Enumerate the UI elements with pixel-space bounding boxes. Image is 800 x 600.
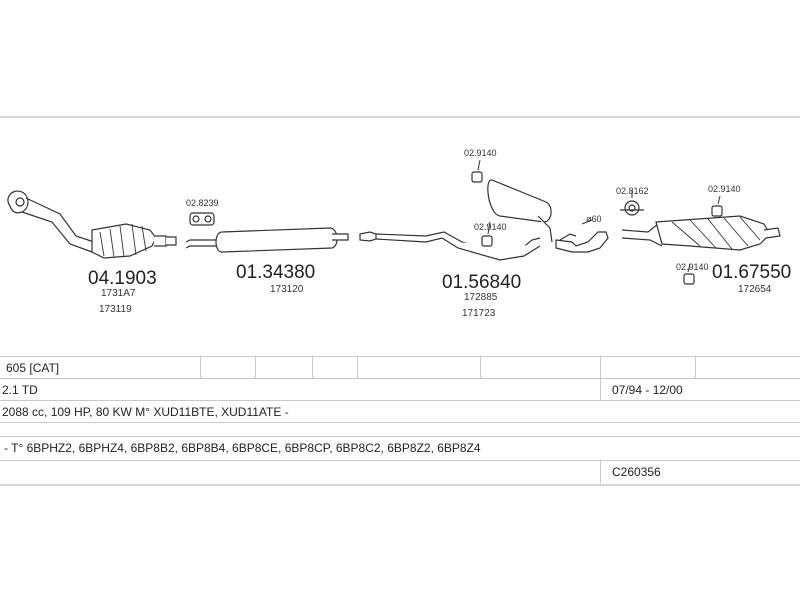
- table-row-spacer: [0, 422, 800, 437]
- centre-silencer-drawing: [359, 179, 609, 261]
- table-row-specs: 2088 cc, 109 HP, 80 KW M° XUD11BTE, XUD1…: [0, 400, 800, 423]
- divider: [357, 357, 358, 379]
- reference-2a: 173120: [270, 284, 304, 295]
- part-number-3: 01.56840: [442, 272, 521, 293]
- fitting-label-2: 02.9140: [464, 148, 497, 158]
- engine-cell: 2.1 TD: [2, 383, 38, 397]
- divider: [695, 357, 696, 379]
- reference-4a: 172654: [738, 284, 772, 295]
- catalytic-converter-drawing: [7, 190, 177, 259]
- code-cell: C260356: [612, 465, 661, 479]
- divider: [600, 461, 601, 483]
- table-row-model: 605 [CAT]: [0, 356, 800, 379]
- divider: [600, 379, 601, 401]
- frame-bottom-border: [0, 484, 800, 486]
- fitting-label-6: 02.9140: [676, 262, 709, 272]
- fitting-label-1: 02.8239: [186, 198, 219, 208]
- divider: [480, 357, 481, 379]
- exhaust-system-diagram: 04.1903 1731A7 173119 01.34380 173120 01…: [7, 148, 791, 319]
- pipe-diameter-label: ø60: [586, 214, 602, 224]
- divider: [200, 357, 201, 379]
- divider: [312, 357, 313, 379]
- reference-3a: 172885: [464, 292, 498, 303]
- reference-1a: 1731A7: [101, 288, 136, 299]
- table-row-code: C260356: [0, 460, 800, 483]
- fitting-drawing-6: [683, 273, 695, 285]
- types-cell: - T° 6BPHZ2, 6BPHZ4, 6BP8B2, 6BP8B4, 6BP…: [4, 441, 481, 455]
- model-cell: 605 [CAT]: [6, 361, 60, 375]
- fitting-drawing-1: [189, 212, 215, 226]
- reference-3b: 171723: [462, 308, 496, 319]
- rear-silencer-drawing: [621, 215, 781, 251]
- years-cell: 07/94 - 12/00: [612, 383, 683, 397]
- fitting-drawing-5: [711, 205, 723, 217]
- table-row-engine: 2.1 TD 07/94 - 12/00: [0, 378, 800, 401]
- fitting-label-4: 02.8162: [616, 186, 649, 196]
- fitting-drawing-3: [481, 235, 493, 247]
- fitting-drawing-4: [620, 200, 644, 216]
- fitting-label-3: 02.9140: [474, 222, 507, 232]
- fitting-label-5: 02.9140: [708, 184, 741, 194]
- divider: [255, 357, 256, 379]
- frame-top-border: [0, 116, 800, 118]
- reference-1b: 173119: [99, 304, 132, 315]
- front-silencer-drawing: [185, 227, 349, 253]
- table-row-types: - T° 6BPHZ2, 6BPHZ4, 6BP8B2, 6BP8B4, 6BP…: [0, 436, 800, 459]
- divider: [600, 357, 601, 379]
- specs-cell: 2088 cc, 109 HP, 80 KW M° XUD11BTE, XUD1…: [2, 405, 289, 419]
- part-number-2: 01.34380: [236, 262, 315, 283]
- part-number-4: 01.67550: [712, 262, 791, 283]
- part-number-1: 04.1903: [88, 268, 157, 289]
- fitting-drawing-2: [471, 171, 483, 183]
